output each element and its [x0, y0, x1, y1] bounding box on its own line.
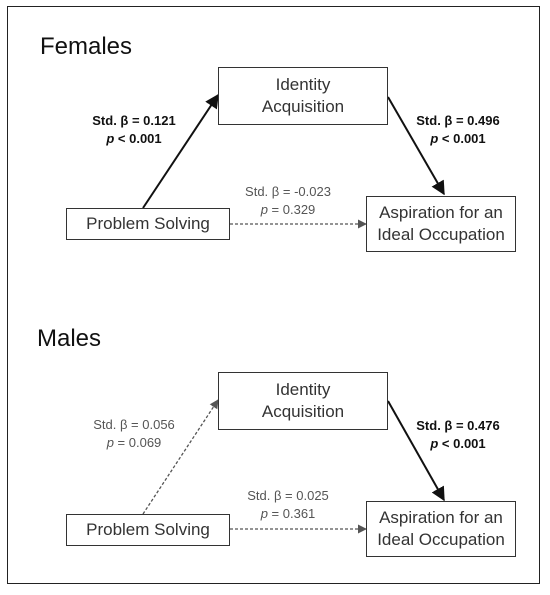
outcome-label-line2: Ideal Occupation: [377, 225, 505, 244]
predictor-label: Problem Solving: [86, 520, 210, 539]
p-value: < 0.001: [438, 131, 486, 146]
p-symbol: p: [260, 506, 268, 521]
beta-value: Std. β = 0.476: [416, 418, 500, 433]
mediator-label-line2: Acquisition: [261, 402, 345, 421]
females-path-b-arrow: [387, 96, 445, 196]
p-symbol: p: [106, 435, 114, 450]
p-symbol: p: [260, 202, 268, 217]
males-mediator-box: Identity Acquisition: [218, 372, 388, 430]
beta-value: Std. β = -0.023: [245, 184, 331, 199]
males-path-a-arrow: [142, 399, 219, 515]
mediator-label-line2: Acquisition: [261, 97, 345, 116]
females-path-a-arrow: [142, 93, 219, 209]
p-value: = 0.361: [267, 506, 316, 521]
p-value: = 0.069: [113, 435, 162, 450]
females-path-b-label: Std. β = 0.496 p < 0.001: [398, 112, 518, 148]
beta-value: Std. β = 0.025: [247, 488, 329, 503]
p-value: < 0.001: [114, 131, 162, 146]
females-mediator-box: Identity Acquisition: [218, 67, 388, 125]
females-path-c-label: Std. β = -0.023 p = 0.329: [228, 183, 348, 219]
p-symbol: p: [430, 131, 439, 146]
figure-frame: [7, 6, 540, 584]
females-path-a-label: Std. β = 0.121 p < 0.001: [74, 112, 194, 148]
females-predictor-box: Problem Solving: [66, 208, 230, 240]
females-outcome-box: Aspiration for an Ideal Occupation: [366, 196, 516, 252]
outcome-label-line2: Ideal Occupation: [377, 530, 505, 549]
females-title: Females: [40, 33, 133, 60]
males-outcome-box: Aspiration for an Ideal Occupation: [366, 501, 516, 557]
beta-value: Std. β = 0.056: [93, 417, 175, 432]
p-value: = 0.329: [267, 202, 316, 217]
predictor-label: Problem Solving: [86, 214, 210, 233]
outcome-label-line1: Aspiration for an: [379, 508, 503, 527]
males-title: Males: [37, 325, 102, 352]
males-path-b-label: Std. β = 0.476 p < 0.001: [398, 417, 518, 453]
males-predictor-box: Problem Solving: [66, 514, 230, 546]
beta-value: Std. β = 0.496: [416, 113, 500, 128]
mediator-label-line1: Identity: [275, 380, 331, 399]
males-path-b-arrow: [387, 400, 445, 502]
mediator-label-line1: Identity: [275, 75, 331, 94]
p-symbol: p: [430, 436, 439, 451]
males-path-a-label: Std. β = 0.056 p = 0.069: [74, 416, 194, 452]
p-symbol: p: [106, 131, 115, 146]
p-value: < 0.001: [438, 436, 486, 451]
beta-value: Std. β = 0.121: [92, 113, 176, 128]
males-path-c-label: Std. β = 0.025 p = 0.361: [228, 487, 348, 523]
outcome-label-line1: Aspiration for an: [379, 203, 503, 222]
